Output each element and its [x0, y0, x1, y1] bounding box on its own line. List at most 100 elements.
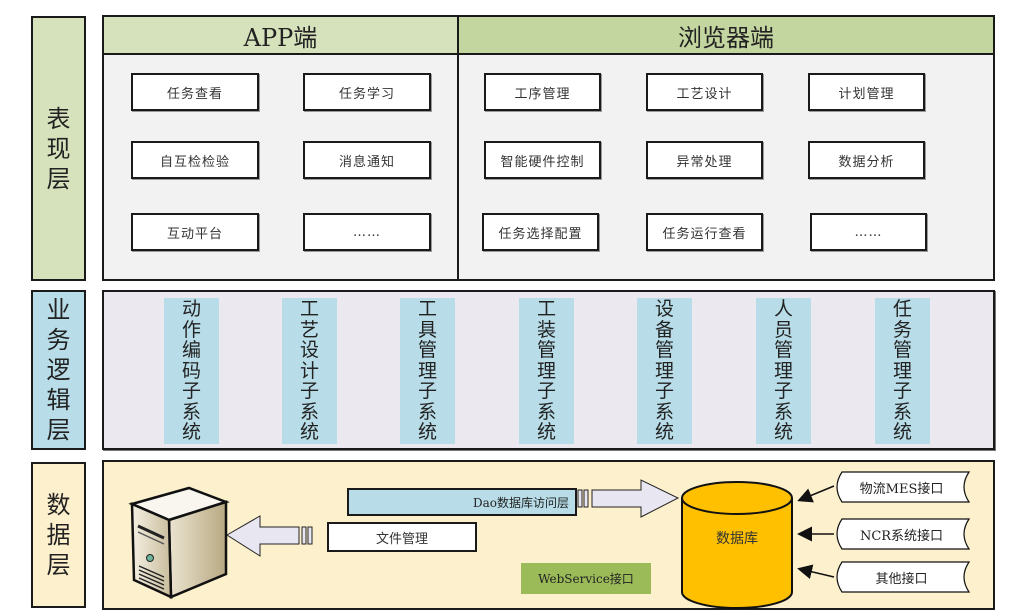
label-char: 业: [46, 296, 71, 324]
subsystem-char: 系: [892, 400, 912, 423]
web-item-process-mgmt: 工序管理: [484, 73, 601, 111]
file-management: 文件管理: [327, 522, 477, 552]
business-layer: 动作编码子系统 工艺设计子系统 工具管理子系统 工装管理子系统 设备管理子系统 …: [102, 290, 995, 450]
presentation-layer-label: 表 现 层: [31, 16, 86, 281]
subsystem-char: 设: [299, 339, 319, 362]
subsystem-char: 动: [181, 298, 201, 321]
subsystem-char: 子: [654, 380, 674, 403]
label-char: 辑: [46, 386, 71, 414]
app-item-task-view: 任务查看: [131, 73, 259, 111]
subsystem-char: 系: [417, 400, 437, 423]
label-char: 逻: [46, 356, 71, 384]
app-pane: APP端 任务查看 任务学习 自互检检验 消息通知 互动平台 ……: [104, 17, 459, 279]
web-item-task-run-view: 任务运行查看: [646, 213, 763, 251]
app-item-notification: 消息通知: [303, 141, 431, 179]
subsystem-char: 管: [536, 339, 556, 362]
database-icon: [681, 481, 793, 609]
subsystem-char: 理: [654, 359, 674, 382]
subsystem-char: 装: [536, 318, 556, 341]
dao-access-layer: Dao数据库访问层: [347, 488, 577, 516]
subsystem-char: 艺: [299, 318, 319, 341]
subsystem-char: 统: [536, 421, 556, 444]
arrow-mes: [797, 485, 835, 503]
business-layer-label: 业 务 逻 辑 层: [31, 290, 86, 450]
subsystem-action-coding: 动作编码子系统: [164, 298, 219, 444]
subsystem-char: 码: [181, 359, 201, 382]
interface-shapes: [836, 471, 971, 593]
subsystem-char: 统: [417, 421, 437, 444]
subsystem-char: 子: [892, 380, 912, 403]
subsystem-char: 计: [299, 359, 319, 382]
label-char: 表: [46, 104, 71, 133]
interface-other: 其他接口: [875, 571, 928, 587]
subsystem-personnel-mgmt: 人员管理子系统: [756, 298, 811, 444]
database-label: 数据库: [716, 531, 758, 547]
subsystem-char: 理: [892, 359, 912, 382]
subsystem-char: 子: [181, 380, 201, 403]
subsystem-char: 系: [536, 400, 556, 423]
app-item-task-learning: 任务学习: [303, 73, 431, 111]
subsystem-char: 统: [773, 421, 793, 444]
app-item-interaction: 互动平台: [131, 213, 259, 251]
subsystem-task-mgmt: 任务管理子系统: [875, 298, 930, 444]
interface-ncr: NCR系统接口: [859, 528, 944, 544]
browser-pane: 浏览器端 工序管理 工艺设计 计划管理 智能硬件控制 异常处理 数据分析 任务选…: [459, 17, 993, 279]
subsystem-char: 统: [181, 421, 201, 444]
subsystem-char: 子: [417, 380, 437, 403]
data-layer-label: 数 据 层: [31, 462, 86, 608]
subsystem-char: 子: [299, 380, 319, 403]
label-char: 据: [46, 521, 71, 549]
browser-pane-title: 浏览器端: [459, 17, 993, 55]
subsystem-char: 系: [773, 400, 793, 423]
web-item-data-analysis: 数据分析: [808, 141, 925, 179]
data-layer-graphics: [128, 471, 971, 609]
subsystem-char: 务: [892, 318, 912, 341]
subsystem-char: 管: [654, 339, 674, 362]
label-char: 现: [46, 134, 71, 163]
subsystem-char: 工: [536, 298, 556, 321]
presentation-layer: APP端 任务查看 任务学习 自互检检验 消息通知 互动平台 …… 浏览器端 工…: [102, 15, 995, 281]
label-char: 层: [46, 416, 71, 444]
subsystem-char: 工: [417, 298, 437, 321]
subsystem-char: 子: [536, 380, 556, 403]
subsystem-char: 具: [417, 318, 437, 341]
subsystem-char: 工: [299, 298, 319, 321]
subsystem-char: 员: [773, 318, 793, 341]
subsystem-tool-mgmt: 工具管理子系统: [400, 298, 455, 444]
label-char: 层: [46, 551, 71, 579]
subsystem-char: 作: [181, 318, 201, 341]
subsystem-char: 系: [299, 400, 319, 423]
subsystem-char: 统: [299, 421, 319, 444]
subsystem-char: 管: [417, 339, 437, 362]
subsystem-char: 管: [892, 339, 912, 362]
subsystem-char: 备: [654, 318, 674, 341]
data-layer: Dao数据库访问层 文件管理 WebService接口 数据库 物流MES接口 …: [102, 460, 995, 610]
interface-mes: 物流MES接口: [859, 481, 944, 497]
app-pane-title: APP端: [104, 17, 457, 55]
subsystem-fixture-mgmt: 工装管理子系统: [519, 298, 574, 444]
arrow-to-database: [577, 479, 680, 518]
subsystem-char: 子: [773, 380, 793, 403]
arrow-other: [797, 564, 835, 580]
subsystem-char: 理: [417, 359, 437, 382]
subsystem-char: 系: [654, 400, 674, 423]
subsystem-char: 统: [892, 421, 912, 444]
subsystem-char: 任: [892, 298, 912, 321]
label-char: 务: [46, 326, 71, 354]
subsystem-craft-design: 工艺设计子系统: [282, 298, 337, 444]
webservice-interface: WebService接口: [521, 563, 651, 594]
subsystem-equipment-mgmt: 设备管理子系统: [637, 298, 692, 444]
label-char: 层: [46, 164, 71, 193]
subsystem-char: 设: [654, 298, 674, 321]
web-item-exception: 异常处理: [646, 141, 763, 179]
subsystem-char: 统: [654, 421, 674, 444]
web-item-hardware-control: 智能硬件控制: [484, 141, 601, 179]
label-char: 数: [46, 491, 71, 519]
arrow-to-server: [226, 515, 313, 557]
app-item-self-inspection: 自互检检验: [131, 141, 259, 179]
server-icon: [128, 486, 230, 599]
web-item-more: ……: [810, 213, 927, 251]
subsystem-char: 理: [536, 359, 556, 382]
subsystem-char: 编: [181, 339, 201, 362]
subsystem-char: 系: [181, 400, 201, 423]
